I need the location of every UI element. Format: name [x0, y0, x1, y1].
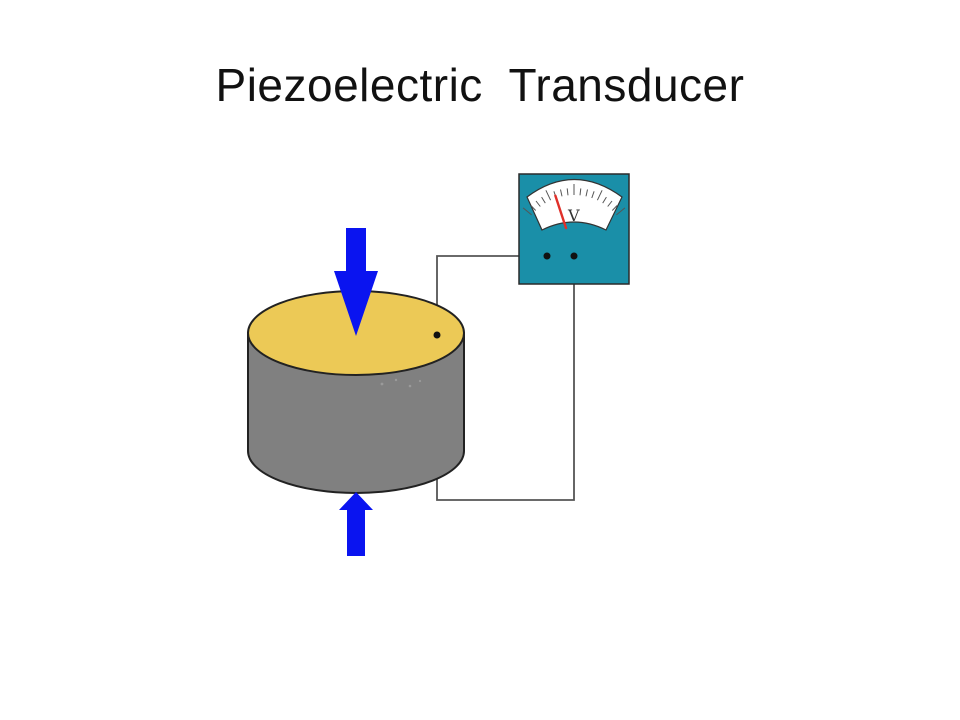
dial-tick	[602, 196, 607, 204]
crystal-side	[247, 332, 465, 494]
dial-tick	[611, 205, 618, 211]
dial-tick	[560, 189, 563, 197]
voltmeter: V	[518, 173, 630, 285]
dial-tick	[566, 188, 569, 196]
voltmeter-terminal-right	[570, 252, 578, 260]
dial-tick	[616, 207, 626, 216]
top-electrode-contact	[433, 331, 441, 339]
dial-scale-ticks	[522, 184, 626, 216]
dial-tick	[535, 200, 541, 207]
dial-tick	[596, 190, 603, 201]
dial-tick	[607, 200, 613, 207]
dial-tick	[545, 190, 552, 201]
top-force-arrow	[334, 228, 378, 336]
voltmeter-needle	[554, 194, 568, 230]
piezo-crystal	[247, 290, 465, 494]
voltmeter-unit-label: V	[567, 206, 580, 225]
dial-tick	[522, 207, 532, 216]
surface-texture	[380, 378, 422, 388]
dial-tick	[585, 189, 588, 197]
force-arrows	[334, 228, 378, 556]
voltmeter-terminal-left	[543, 252, 551, 260]
voltmeter-dial-face	[526, 179, 623, 231]
bottom-electrode-wire	[436, 256, 575, 501]
dial-tick	[541, 196, 546, 204]
slide-title: Piezoelectric Transducer	[215, 59, 745, 111]
dial-tick	[579, 188, 582, 196]
dial-tick	[530, 205, 537, 211]
dial-tick	[591, 191, 595, 199]
bottom-force-arrow	[339, 492, 373, 556]
